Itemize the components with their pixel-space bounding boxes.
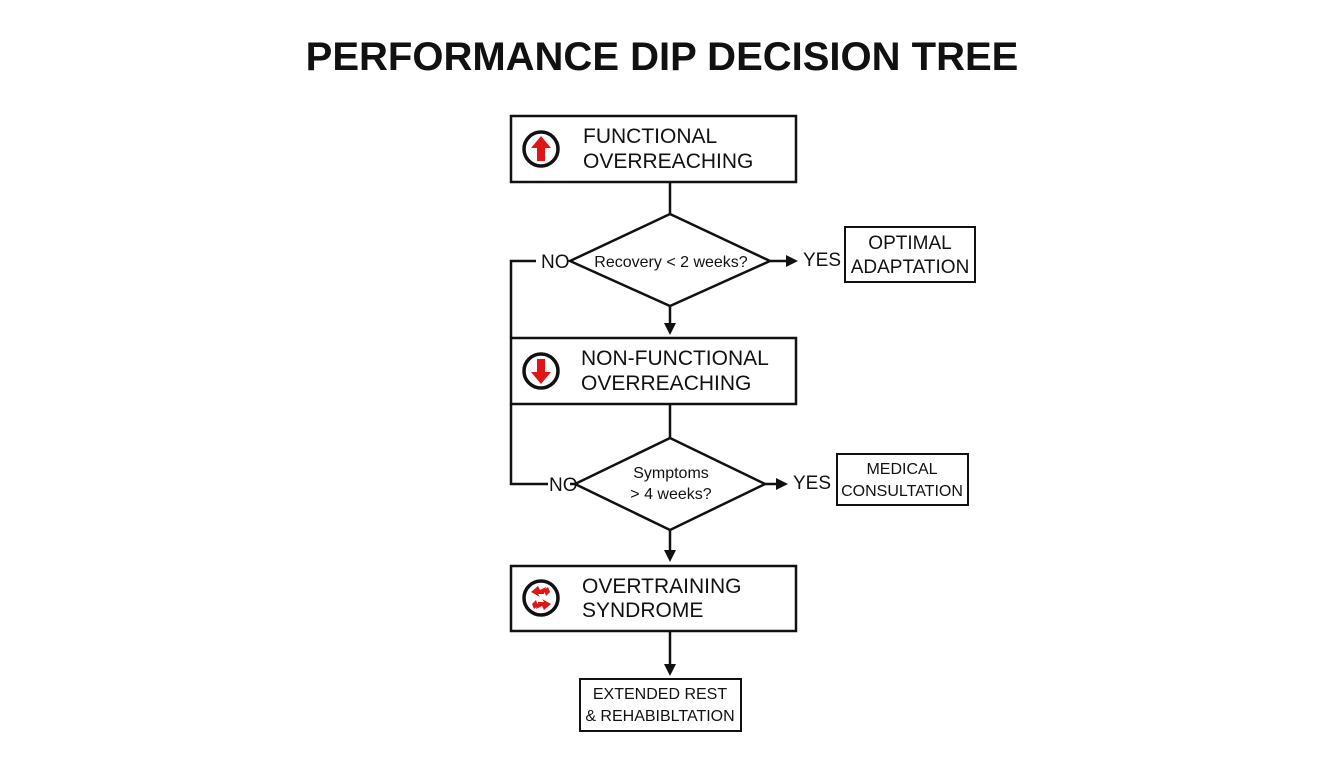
medical-label-line2: CONSULTATION (841, 483, 963, 500)
decision2-yes-label: YES (793, 473, 831, 494)
arrowhead-to-overtraining (664, 550, 676, 562)
decision2-question-line2: > 4 weeks? (630, 486, 711, 503)
node-functional-overreaching: FUNCTIONAL OVERREACHING (509, 114, 798, 184)
arrowhead-yes-1 (786, 255, 798, 267)
arrowhead-to-rest (664, 664, 676, 676)
overtraining-label-line2: SYNDROME (582, 599, 703, 622)
decision-symptoms: Symptoms > 4 weeks? NO YES (549, 436, 831, 532)
up-arrow-icon (522, 130, 560, 168)
chaotic-arrows-icon (522, 579, 560, 617)
decision2-diamond (572, 436, 768, 532)
functional-label-line1: FUNCTIONAL (583, 125, 717, 148)
decision-recovery: Recovery < 2 weeks? NO YES (541, 212, 841, 308)
nonfunctional-label-line2: OVERREACHING (581, 372, 751, 395)
optimal-label-line2: ADAPTATION (851, 257, 970, 278)
down-arrow-icon (522, 352, 560, 390)
node-medical-consultation: MEDICAL CONSULTATION (836, 453, 969, 506)
medical-box (836, 453, 969, 506)
overtraining-label-line1: OVERTRAINING (582, 575, 741, 598)
rest-label-line2: & REHABIBLTATION (585, 708, 734, 725)
decision1-question: Recovery < 2 weeks? (594, 254, 748, 271)
diagram-title: PERFORMANCE DIP DECISION TREE (306, 35, 1019, 79)
node-extended-rest: EXTENDED REST & REHABIBLTATION (579, 678, 742, 732)
decision2-no-label: NO (549, 475, 578, 496)
edge-decision1-no (509, 259, 536, 338)
arrowhead-yes-2 (776, 478, 788, 490)
medical-label-line1: MEDICAL (866, 461, 937, 478)
decision1-yes-label: YES (803, 250, 841, 271)
arrowhead-to-nonfunctional (664, 323, 676, 335)
rest-box (579, 678, 742, 732)
node-optimal-adaptation: OPTIMAL ADAPTATION (844, 226, 976, 283)
decision1-diamond (567, 212, 773, 308)
node-overtraining-syndrome: OVERTRAINING SYNDROME (509, 564, 798, 633)
optimal-label-line1: OPTIMAL (868, 233, 951, 254)
edge-decision2-no (509, 404, 548, 486)
decision1-no-label: NO (541, 252, 570, 273)
nonfunctional-label-line1: NON-FUNCTIONAL (581, 347, 769, 370)
decision2-question-line1: Symptoms (633, 465, 709, 482)
optimal-box (844, 226, 976, 283)
rest-label-line1: EXTENDED REST (593, 686, 727, 703)
node-nonfunctional-overreaching: NON-FUNCTIONAL OVERREACHING (509, 336, 798, 406)
functional-label-line2: OVERREACHING (583, 150, 753, 173)
